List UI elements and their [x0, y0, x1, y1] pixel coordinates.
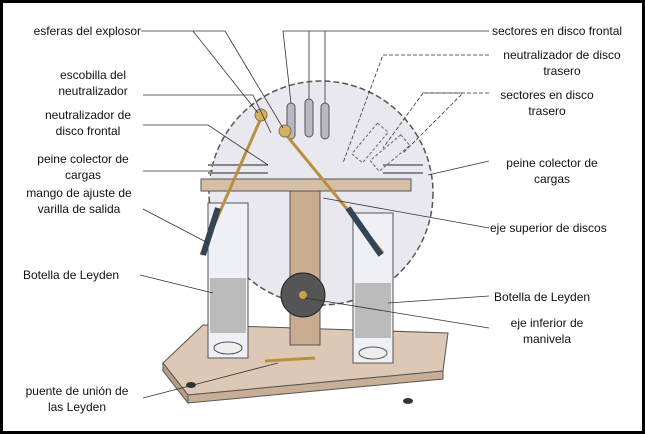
label-peine-colector-right: peine colector de cargas	[492, 155, 612, 187]
label-line: disco frontal	[55, 124, 121, 138]
label-line: eje inferior de	[510, 316, 584, 330]
label-line: neutralizador de disco	[503, 48, 621, 62]
wimshurst-diagram: esferas del explosor escobilla del neutr…	[3, 3, 642, 431]
rear-sectors	[351, 122, 411, 172]
label-neutralizador-disco-trasero: neutralizador de disco trasero	[492, 47, 632, 79]
label-line: mango de ajuste de	[26, 186, 132, 200]
label-line: manivela	[522, 332, 572, 346]
leyden-jar-right	[352, 212, 394, 364]
machine-illustration	[139, 30, 490, 405]
label-line: puente de unión de	[25, 384, 129, 398]
front-sectors	[286, 98, 330, 140]
label-botella-leyden-left: Botella de Leyden	[23, 268, 120, 282]
support-column	[289, 184, 321, 346]
spark-ball-left	[254, 108, 268, 122]
label-line: las Leyden	[47, 400, 107, 414]
leyden-jar-left	[207, 202, 249, 359]
label-neutralizador-disco-frontal: neutralizador de disco frontal	[33, 107, 143, 139]
label-sectores-disco-trasero: sectores en disco trasero	[492, 87, 602, 119]
spark-ball-right	[278, 124, 292, 138]
label-botella-leyden-right: Botella de Leyden	[494, 290, 591, 304]
label-escobilla-del-neutralizador: escobilla del neutralizador	[43, 67, 143, 99]
leader-lines	[139, 30, 490, 399]
label-eje-superior-de-discos: eje superior de discos	[490, 221, 607, 235]
crossbar	[200, 178, 412, 192]
label-line: peine colector de	[506, 156, 598, 170]
label-line: cargas	[533, 172, 571, 186]
label-mango-de-ajuste: mango de ajuste de varilla de salida	[15, 185, 143, 217]
label-puente-de-union: puente de unión de las Leyden	[11, 383, 143, 415]
label-line: trasero	[528, 104, 566, 118]
label-line: neutralizador	[58, 84, 128, 98]
label-line: cargas	[64, 168, 102, 182]
label-peine-colector-left: peine colector de cargas	[23, 151, 143, 183]
label-line: trasero	[543, 64, 581, 78]
label-line: escobilla del	[59, 68, 127, 82]
label-eje-inferior-de-manivela: eje inferior de manivela	[492, 315, 602, 347]
label-line: peine colector de	[37, 152, 129, 166]
label-line: sectores en disco	[500, 88, 594, 102]
label-sectores-disco-frontal: sectores en disco frontal	[492, 24, 623, 38]
label-line: varilla de salida	[37, 202, 121, 216]
label-line: neutralizador de	[44, 108, 132, 122]
label-esferas-del-explosor: esferas del explosor	[33, 24, 141, 38]
